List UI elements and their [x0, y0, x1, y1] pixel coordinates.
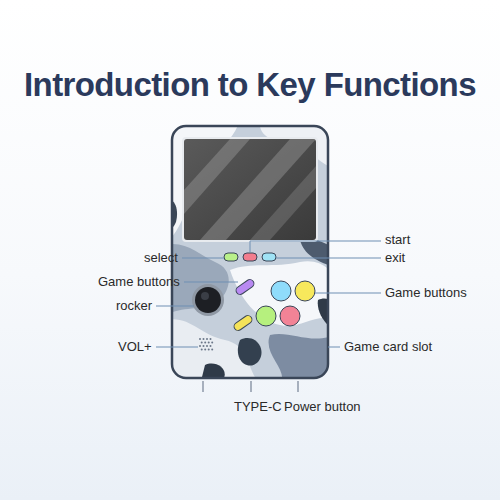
speaker-hole	[204, 342, 206, 344]
callout-label: select	[144, 250, 178, 266]
rocker-highlight	[201, 292, 209, 300]
callout-label: VOL+	[118, 339, 152, 355]
speaker-hole	[199, 345, 201, 347]
leader-line	[156, 347, 198, 348]
game-button	[295, 281, 315, 301]
camo-blob	[238, 338, 262, 366]
leader-line	[328, 347, 340, 348]
callout-label: Game buttons	[385, 285, 467, 301]
screen-bezel	[182, 137, 318, 242]
speaker-hole	[211, 349, 213, 351]
speaker-hole	[203, 345, 205, 347]
callout-label: Power button	[284, 399, 361, 415]
leader-line	[182, 258, 224, 259]
game-button	[256, 306, 276, 326]
bottom-ports	[203, 381, 298, 392]
camo-blob	[172, 244, 229, 315]
speaker-hole	[201, 342, 203, 344]
camo-blob	[230, 261, 328, 326]
port-mark	[297, 381, 299, 392]
speaker-hole	[203, 338, 205, 340]
camo-blob	[318, 298, 328, 330]
start-button	[243, 253, 257, 261]
rocker-ring	[192, 284, 224, 316]
camo-blob	[200, 363, 225, 378]
speaker-hole	[208, 349, 210, 351]
callout-label: Game card slot	[344, 339, 432, 355]
console-body	[165, 120, 335, 385]
screen	[182, 137, 318, 242]
port-mark	[202, 381, 204, 392]
game-button	[235, 278, 256, 296]
leader-line	[315, 293, 381, 294]
speaker-hole	[206, 345, 208, 347]
callout-label: TYPE-C	[234, 399, 282, 415]
right-game-buttons	[256, 281, 315, 326]
callout-label: rocker	[116, 298, 152, 314]
callout-label: start	[385, 232, 410, 248]
leader-line	[276, 258, 381, 259]
speaker-hole	[199, 338, 201, 340]
page-title: Introduction to Key Functions	[24, 66, 476, 104]
speaker-hole	[210, 338, 212, 340]
game-button	[233, 314, 254, 332]
speaker-grille	[199, 338, 213, 351]
camo-blob	[269, 334, 328, 378]
reflection-stripe	[250, 166, 316, 240]
rocker	[192, 284, 224, 316]
game-button	[271, 281, 291, 301]
callout-label: exit	[385, 250, 405, 266]
exit-button	[262, 253, 276, 261]
reflection-stripe	[184, 139, 250, 214]
rocker-cap	[195, 287, 221, 313]
speaker-hole	[208, 342, 210, 344]
game-button	[280, 306, 300, 326]
function-buttons	[224, 253, 276, 261]
leader-lines	[156, 241, 381, 347]
speaker-hole	[206, 338, 208, 340]
leader-line	[250, 241, 381, 252]
speaker-hole	[201, 349, 203, 351]
speaker-hole	[210, 345, 212, 347]
leader-line	[156, 306, 194, 307]
left-game-buttons	[233, 278, 256, 332]
leader-line	[184, 282, 238, 283]
speaker-hole	[204, 349, 206, 351]
callout-label: Game buttons	[98, 274, 180, 290]
select-button	[224, 253, 238, 261]
screen-glass	[184, 139, 316, 240]
port-mark	[250, 381, 252, 392]
speaker-hole	[211, 342, 213, 344]
camo-blob	[300, 239, 328, 268]
screen-reflection	[184, 139, 316, 240]
